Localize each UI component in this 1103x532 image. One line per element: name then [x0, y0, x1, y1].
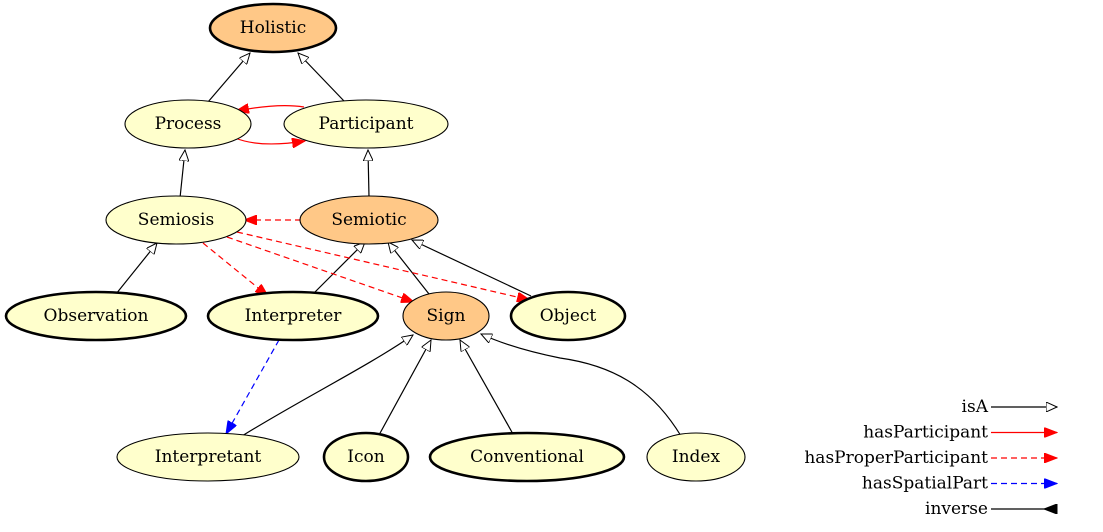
node-participant-ellipse	[283, 99, 449, 149]
legend-item-inverse: inverse	[925, 499, 1057, 519]
node-process-ellipse	[124, 99, 252, 149]
legend: isA hasParticipant hasProperParticipant has…	[804, 397, 1057, 519]
edge-sign-isa-semiotic	[388, 242, 430, 295]
legend-item-hasspatialpart: hasSpatialPart	[862, 474, 1057, 494]
edge-interpreter-hasspatialpart-interpretant	[226, 339, 280, 434]
legend-item-hasparticipant: hasParticipant	[863, 423, 1057, 443]
edge-semiosis-hasproperparticipant-interpreter	[202, 242, 268, 296]
edge-semiotic-isa-participant	[368, 150, 369, 198]
node-semiotic: Semiotic	[299, 195, 439, 245]
node-icon: Icon	[322, 431, 410, 483]
edge-participant-hasparticipant-process	[236, 106, 305, 111]
node-interpretant-ellipse	[116, 432, 300, 482]
edge-interpreter-isa-semiotic	[312, 242, 365, 295]
node-semiotic-label: Semiotic	[331, 210, 406, 230]
node-semiosis-label: Semiosis	[138, 210, 214, 230]
node-process-label: Process	[155, 114, 222, 134]
node-semiosis-ellipse	[105, 195, 247, 245]
node-observation: Observation	[4, 290, 188, 342]
node-interpreter-ellipse	[206, 290, 380, 342]
legend-label: hasProperParticipant	[804, 448, 988, 468]
node-conventional-label: Conventional	[470, 447, 584, 467]
node-holistic-label: Holistic	[240, 18, 306, 38]
node-semiotic-ellipse	[299, 195, 439, 245]
node-semiosis: Semiosis	[105, 195, 247, 245]
node-conventional-ellipse	[428, 431, 626, 483]
node-index-label: Index	[672, 447, 721, 467]
node-holistic-ellipse	[208, 2, 338, 54]
node-object-label: Object	[540, 306, 597, 326]
legend-item-isa: isA	[962, 397, 1057, 417]
node-index: Index	[646, 432, 746, 482]
node-holistic: Holistic	[208, 2, 338, 54]
edge-index-isa-sign	[481, 333, 682, 437]
edge-semiosis-hasproperparticipant-sign	[226, 236, 414, 302]
node-index-ellipse	[646, 432, 746, 482]
edge-icon-isa-sign	[378, 340, 431, 436]
node-process: Process	[124, 99, 252, 149]
legend-item-hasproperparticipant: hasProperParticipant	[804, 448, 1057, 468]
node-interpreter-label: Interpreter	[245, 306, 343, 326]
legend-label: hasParticipant	[863, 423, 988, 443]
node-interpretant: Interpretant	[116, 432, 300, 482]
node-icon-label: Icon	[347, 447, 384, 467]
node-sign: Sign	[402, 291, 490, 341]
legend-label: isA	[962, 397, 989, 417]
node-interpretant-label: Interpretant	[155, 447, 262, 467]
node-sign-ellipse	[402, 291, 490, 341]
edge-conventional-isa-sign	[460, 340, 514, 435]
node-participant-label: Participant	[319, 114, 414, 134]
node-icon-ellipse	[322, 431, 410, 483]
legend-label: hasSpatialPart	[862, 474, 988, 494]
edge-participant-isa-holistic	[298, 53, 345, 102]
edge-observation-isa-semiosis	[115, 243, 157, 295]
edge-object-isa-semiotic	[412, 239, 532, 297]
edge-interpretant-isa-sign	[241, 335, 413, 437]
node-conventional: Conventional	[428, 431, 626, 483]
node-sign-label: Sign	[427, 306, 466, 326]
legend-label: inverse	[925, 499, 988, 519]
node-observation-label: Observation	[44, 306, 149, 326]
edges-layer	[115, 53, 682, 437]
edge-semiosis-hasproperparticipant-object	[236, 231, 530, 300]
edge-process-isa-holistic	[207, 53, 250, 103]
node-observation-ellipse	[4, 290, 188, 342]
edge-process-hasparticipant-participant	[234, 137, 305, 144]
edge-semiosis-isa-process	[180, 150, 185, 199]
node-interpreter: Interpreter	[206, 290, 380, 342]
node-object: Object	[509, 290, 627, 342]
node-object-ellipse	[509, 290, 627, 342]
node-participant: Participant	[283, 99, 449, 149]
